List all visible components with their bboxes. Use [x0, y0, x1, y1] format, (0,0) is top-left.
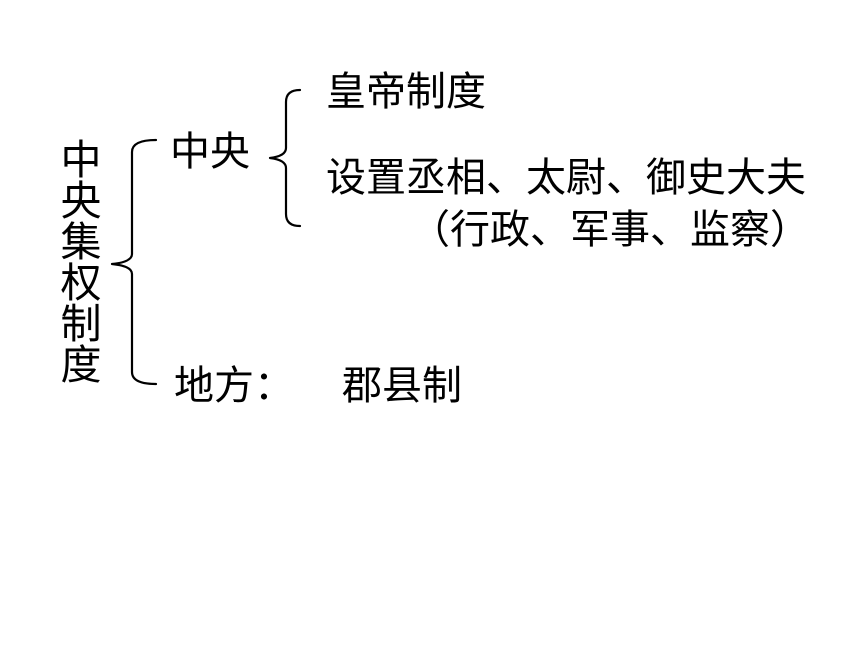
- officials-note-text: （行政、军事、监察）: [410, 207, 810, 253]
- local-system-text: 郡县制: [342, 363, 462, 409]
- emperor-system-text: 皇帝制度: [326, 69, 486, 115]
- central-label: 中央: [170, 129, 250, 175]
- root-label: 中央集权制度: [53, 138, 101, 384]
- local-label: 地方：: [174, 363, 294, 409]
- outer-bracket: [110, 138, 158, 386]
- inner-bracket: [268, 88, 302, 228]
- officials-text: 设置丞相、太尉、御史大夫: [326, 155, 806, 201]
